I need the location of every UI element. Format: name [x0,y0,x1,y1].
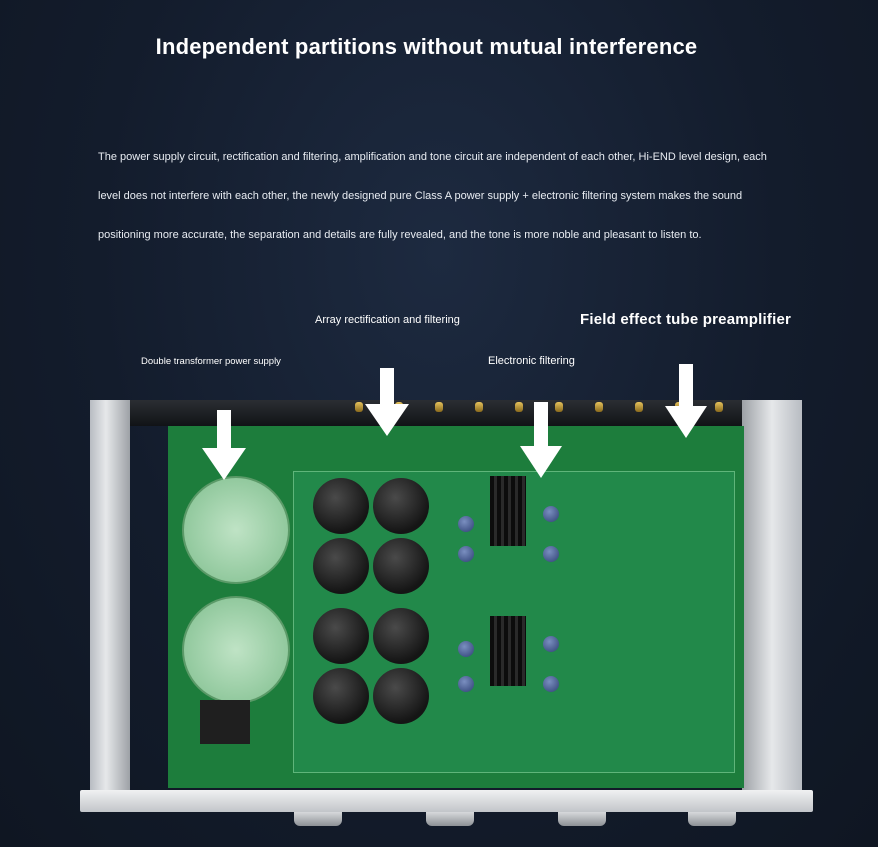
filter-capacitor [373,668,429,724]
description-line-2: level does not interfere with each other… [98,190,743,202]
electrolytic-capacitor [458,641,474,657]
filter-capacitor [373,478,429,534]
control-knob [426,812,474,826]
rca-jack [555,402,563,412]
callout-electronic-filtering: Electronic filtering [488,355,575,367]
filter-capacitor [313,538,369,594]
arrow-down-icon [520,402,562,478]
control-knob [558,812,606,826]
electrolytic-capacitor [458,676,474,692]
electrolytic-capacitor [543,676,559,692]
electrolytic-capacitor [543,506,559,522]
front-panel [80,790,813,812]
rca-jack [715,402,723,412]
heatsink [490,476,526,546]
right-side-panel [742,400,802,800]
filter-capacitor [373,608,429,664]
callout-field-effect-preamp: Field effect tube preamplifier [580,311,792,328]
callout-double-transformer: Double transformer power supply [141,356,281,367]
left-side-panel [90,400,130,800]
description-line-3: positioning more accurate, the separatio… [98,229,702,241]
page-title: Independent partitions without mutual in… [155,34,698,59]
circuit-board [168,426,744,788]
rca-jack [435,402,443,412]
toroidal-transformer [182,596,290,704]
description-line-1: The power supply circuit, rectification … [98,151,767,163]
heatsink [490,616,526,686]
electrolytic-capacitor [458,516,474,532]
rca-jack [355,402,363,412]
rca-jack [515,402,523,412]
rca-jack [475,402,483,412]
control-knob [294,812,342,826]
rca-jack [635,402,643,412]
control-knob [688,812,736,826]
small-transformer [200,700,250,744]
electrolytic-capacitor [543,636,559,652]
filter-capacitor [313,668,369,724]
arrow-down-icon [365,368,409,436]
electrolytic-capacitor [543,546,559,562]
filter-capacitor [313,478,369,534]
toroidal-transformer [182,476,290,584]
filter-capacitor [313,608,369,664]
filter-capacitor [373,538,429,594]
description-paragraph: The power supply circuit, rectification … [98,138,808,255]
electrolytic-capacitor [458,546,474,562]
callout-array-rectification: Array rectification and filtering [315,314,460,326]
arrow-down-icon [665,364,707,438]
rca-jack [595,402,603,412]
amplifier-chassis-photo [70,392,820,847]
arrow-down-icon [202,410,246,480]
